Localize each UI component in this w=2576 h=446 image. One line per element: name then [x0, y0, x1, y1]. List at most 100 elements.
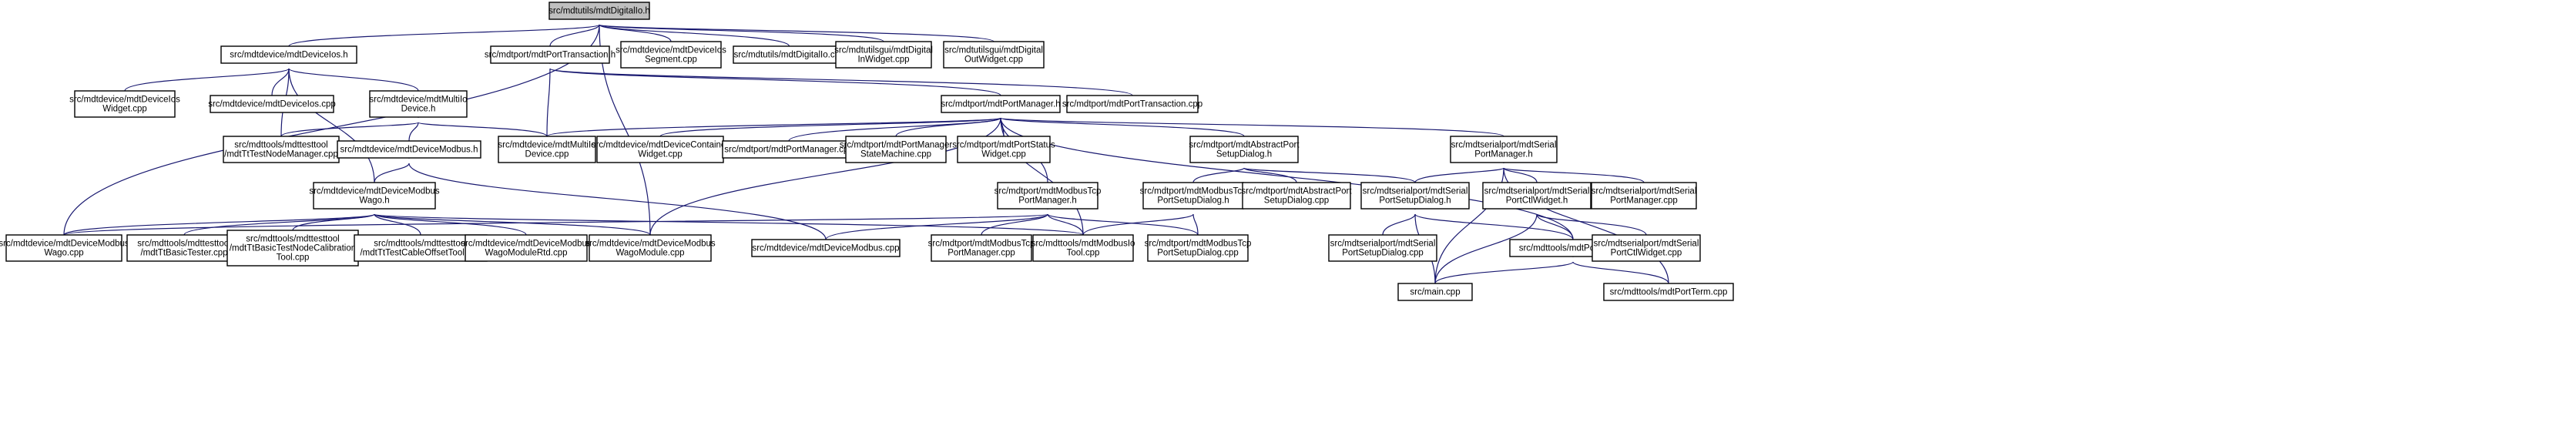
node-label: src/mdttools/mdttesttool — [137, 240, 230, 249]
node-box[interactable] — [835, 41, 932, 69]
node-box[interactable] — [1032, 234, 1134, 262]
edge-line — [1192, 167, 1245, 183]
node-box[interactable] — [596, 136, 724, 163]
node-main_cpp[interactable]: src/main.cpp — [1397, 283, 1473, 301]
edge-line — [659, 117, 1001, 137]
node-devicemodbuswagomodulertd_cpp[interactable]: src/mdtdevice/mdtDeviceModbusWagoModuleR… — [461, 234, 592, 262]
node-label: WagoModuleRtd.cpp — [485, 249, 568, 258]
node-portmanager_cpp[interactable]: src/mdtport/mdtPortManager.cpp — [722, 140, 856, 159]
node-box[interactable] — [1450, 136, 1558, 163]
node-box[interactable] — [589, 234, 712, 262]
node-testnodemanager_cpp[interactable]: src/mdttools/mdttesttool/mdtTtTestNodeMa… — [223, 136, 340, 163]
edge-line — [981, 213, 1048, 236]
node-box[interactable] — [751, 239, 901, 257]
edge-line — [549, 68, 1133, 96]
node-modbustcpportsetupdialog_cpp[interactable]: src/mdtport/mdtModbusTcpPortSetupDialog.… — [1145, 234, 1252, 262]
node-box[interactable] — [369, 90, 468, 118]
node-serialportctlwidget_h[interactable]: src/mdtserialport/mdtSerialPortCtlWidget… — [1482, 182, 1592, 210]
node-box[interactable] — [1397, 283, 1473, 301]
node-serialportctlwidget_cpp[interactable]: src/mdtserialport/mdtSerialPortCtlWidget… — [1592, 234, 1701, 262]
node-porttransaction_h[interactable]: src/mdtport/mdtPortTransaction.h — [485, 45, 615, 64]
node-box[interactable] — [1603, 283, 1734, 301]
edge-line — [408, 163, 827, 240]
node-root[interactable]: src/mdtutils/mdtDigitalIo.h — [548, 2, 650, 20]
node-box[interactable] — [1482, 182, 1592, 210]
node-serialportsetupdialog_cpp[interactable]: src/mdtserialport/mdtSerialPortSetupDial… — [1328, 234, 1437, 262]
edge-line — [1414, 167, 1504, 183]
node-basictester_cpp[interactable]: src/mdttools/mdttesttool/mdtTtBasicTeste… — [126, 234, 242, 262]
node-box[interactable] — [845, 136, 947, 163]
node-box[interactable] — [997, 182, 1098, 210]
node-box[interactable] — [1189, 136, 1299, 163]
node-label: src/mdtport/mdtPortTransaction.h — [485, 51, 615, 60]
node-abstractportsetupdialog_cpp[interactable]: src/mdtport/mdtAbstractPortSetupDialog.c… — [1241, 182, 1352, 210]
node-box[interactable] — [1360, 182, 1470, 210]
edge-portterm_cpp-to-serialportmanager_h — [1500, 156, 1669, 284]
node-portterm_cpp[interactable]: src/mdttools/mdtPortTerm.cpp — [1603, 283, 1734, 301]
node-label: src/mdtutilsgui/mdtDigital — [834, 46, 933, 55]
edge-modbusiotool_cpp-to-devicemodbuswago_h — [371, 202, 1084, 236]
node-box[interactable] — [337, 140, 481, 159]
node-serialportmanager_cpp[interactable]: src/mdtserialport/mdtSerialPortManager.c… — [1591, 182, 1697, 210]
node-label: Widget.cpp — [981, 150, 1026, 159]
node-box[interactable] — [1242, 182, 1351, 210]
node-box[interactable] — [931, 234, 1032, 262]
node-devicemodbuswagomodule_cpp[interactable]: src/mdtdevice/mdtDeviceModbusWagoModule.… — [585, 234, 716, 262]
node-box[interactable] — [548, 2, 650, 20]
node-devicemodbus_h[interactable]: src/mdtdevice/mdtDeviceModbus.h — [337, 140, 481, 159]
node-box[interactable] — [5, 234, 122, 262]
node-deviceios_h[interactable]: src/mdtdevice/mdtDeviceIos.h — [220, 45, 357, 64]
node-portmanager_h[interactable]: src/mdtport/mdtPortManager.h — [941, 95, 1061, 113]
node-portmanagerstatemachine_cpp[interactable]: src/mdtport/mdtPortManagerStateMachine.c… — [840, 136, 953, 163]
node-modbustcpportsetupdialog_h[interactable]: src/mdtport/mdtModbusTcpPortSetupDialog.… — [1140, 182, 1247, 210]
node-devicemodbus_cpp[interactable]: src/mdtdevice/mdtDeviceModbus.cpp — [751, 239, 901, 257]
node-box[interactable] — [74, 90, 176, 118]
node-box[interactable] — [1142, 182, 1244, 210]
node-box[interactable] — [223, 136, 340, 163]
node-serialportsetupdialog_h[interactable]: src/mdtserialport/mdtSerialPortSetupDial… — [1360, 182, 1470, 210]
node-box[interactable] — [943, 41, 1045, 69]
edge-line — [546, 68, 551, 137]
node-box[interactable] — [1328, 234, 1437, 262]
node-box[interactable] — [210, 95, 334, 113]
node-box[interactable] — [220, 45, 357, 64]
node-label: Wago.cpp — [44, 249, 83, 258]
node-devicecontainerwidget_cpp[interactable]: src/mdtdevice/mdtDeviceContainerWidget.c… — [592, 136, 729, 163]
node-box[interactable] — [1591, 182, 1697, 210]
node-box[interactable] — [941, 95, 1061, 113]
node-label: SetupDialog.h — [1216, 150, 1272, 159]
node-digitalio_cpp[interactable]: src/mdtutils/mdtDigitalIo.cpp — [733, 45, 846, 64]
node-box[interactable] — [126, 234, 242, 262]
node-basictestnodecalibrationtool_cpp[interactable]: src/mdttools/mdttesttool/mdtTtBasicTestN… — [226, 230, 359, 267]
node-label: PortSetupDialog.cpp — [1342, 249, 1423, 258]
node-box[interactable] — [490, 45, 610, 64]
node-box[interactable] — [620, 41, 722, 69]
node-label: src/mdttools/mdttesttool — [374, 240, 467, 249]
node-porttransaction_cpp[interactable]: src/mdtport/mdtPortTransaction.cpp — [1062, 95, 1202, 113]
node-box[interactable] — [1147, 234, 1249, 262]
node-box[interactable] — [313, 182, 436, 210]
node-box[interactable] — [465, 234, 588, 262]
node-box[interactable] — [1066, 95, 1199, 113]
node-box[interactable] — [957, 136, 1051, 163]
node-label: /mdtTtBasicTestNodeCalibration — [230, 244, 356, 253]
node-label: src/mdtdevice/mdtDeviceContainer — [592, 141, 729, 150]
node-box[interactable] — [498, 136, 596, 163]
node-deviceios_cpp[interactable]: src/mdtdevice/mdtDeviceIos.cpp — [208, 95, 336, 113]
node-box[interactable] — [1592, 234, 1701, 262]
